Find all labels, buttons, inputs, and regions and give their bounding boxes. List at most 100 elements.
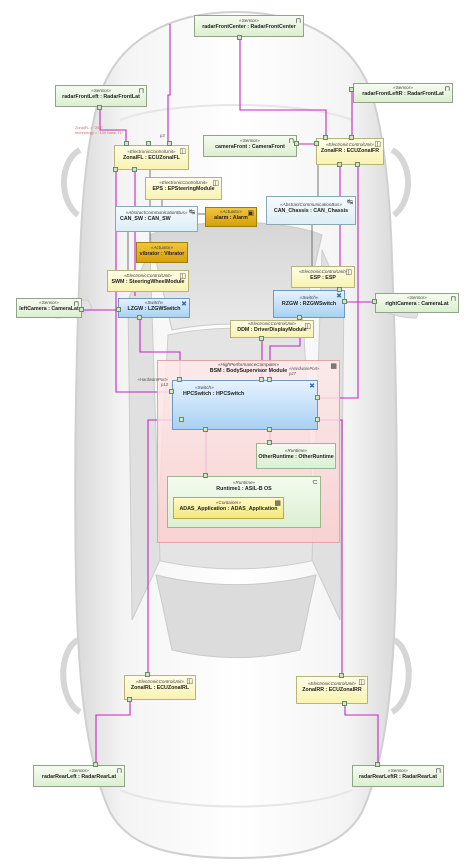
sensor-icon: ⊓	[295, 18, 301, 25]
port[interactable]	[113, 167, 118, 172]
can-sw-bus[interactable]: «AbstractCommunicationBus» CAN_SW : CAN_…	[115, 206, 198, 232]
sensor-stereotype: «Sensor»	[407, 295, 427, 300]
lzgw-switch[interactable]: «Switch» LZGW : LZGWSwitch ✖	[118, 298, 190, 318]
port[interactable]	[339, 673, 344, 678]
port[interactable]	[127, 697, 132, 702]
rzgw-switch[interactable]: «Switch» RZGW : RZGWSwitch ✖	[273, 290, 345, 318]
radar-front-center[interactable]: «Sensor» radarFrontCenter : RadarFrontCe…	[194, 15, 304, 37]
bus-stereotype: «AbstractCommunicationBus»	[280, 202, 342, 207]
actuator-stereotype: «Actuator»	[219, 209, 243, 214]
ecu-stereotype: «ElectronicControlUnit»	[307, 681, 357, 686]
zonal-fl-ecu[interactable]: «ElectronicControlUnit» ZonalFL : ECUZon…	[114, 145, 189, 170]
ecu-stereotype: «ElectronicControlUnit»	[325, 142, 375, 147]
zonal-rr-ecu[interactable]: «ElectronicControlUnit» ZonalRR : ECUZon…	[296, 676, 368, 704]
ecu-icon: ◫	[358, 679, 365, 686]
sensor-name: rightCamera : CameraLat	[385, 301, 449, 308]
port[interactable]	[97, 105, 102, 110]
port[interactable]	[314, 141, 319, 146]
container-stereotype: «Container»	[215, 500, 242, 505]
ecu-icon: ◫	[345, 269, 352, 276]
runtime-icon: ⊂	[312, 479, 318, 486]
port[interactable]	[116, 307, 121, 312]
port-label-p3: p3	[160, 133, 165, 138]
sensor-name: radarRearLeftR : RadarRearLat	[358, 774, 437, 781]
radar-front-right[interactable]: «Sensor» radarFrontLeftR : RadarFrontLat…	[353, 83, 453, 103]
port[interactable]	[177, 377, 182, 382]
ecu-icon: ◫	[212, 180, 219, 187]
hpc-icon: ▦	[330, 363, 337, 370]
radar-front-left[interactable]: «Sensor» radarFrontLeft : RadarFrontLat …	[55, 85, 147, 107]
ddm-ecu[interactable]: «ElectronicControlUnit» DDM : DriverDisp…	[230, 320, 314, 338]
port[interactable]	[259, 336, 264, 341]
ecu-name: ZonalFL : ECUZonalFL	[123, 155, 180, 162]
port[interactable]	[294, 141, 299, 146]
bus-name: CAN_Chassis : CAN_Chassis	[273, 208, 349, 215]
container-name: ADAS_Application : ADAS_Application	[179, 506, 278, 513]
switch-name: HPCSwitch : HPCSwitch	[183, 391, 245, 398]
sensor-icon: ⊓	[435, 768, 441, 775]
port[interactable]	[137, 315, 142, 320]
vibrator-actuator[interactable]: «Actuator» vibrator : Vibrator	[136, 242, 188, 263]
zonal-note-line1: ZonalFL = "256"	[75, 125, 103, 130]
port[interactable]	[349, 87, 354, 92]
port[interactable]	[372, 299, 377, 304]
can-chassis-bus[interactable]: «AbstractCommunicationBus» CAN_Chassis :…	[266, 196, 356, 225]
port[interactable]	[93, 762, 98, 767]
switch-name: RZGW : RZGWSwitch	[281, 301, 337, 308]
esp-ecu[interactable]: «ElectronicControlUnit» ESP : ESP ◫	[291, 266, 355, 288]
port[interactable]	[169, 389, 174, 394]
zonal-rl-ecu[interactable]: «ElectronicControlUnit» ZonalRL : ECUZon…	[124, 675, 196, 700]
ecu-stereotype: «ElectronicControlUnit»	[123, 273, 173, 278]
other-runtime[interactable]: «Runtime» OtherRuntime : OtherRuntime	[256, 443, 336, 469]
port[interactable]	[342, 701, 347, 706]
port[interactable]	[297, 315, 302, 320]
left-camera[interactable]: «Sensor» leftCamera : CameraLat ⊓	[16, 298, 82, 318]
hpc-switch[interactable]: «Switch» HPCSwitch : HPCSwitch ✖	[172, 380, 318, 430]
port[interactable]	[337, 162, 342, 167]
port[interactable]	[237, 35, 242, 40]
port[interactable]	[167, 141, 172, 146]
radar-rear-right[interactable]: «Sensor» radarRearLeftR : RadarRearLat ⊓	[352, 765, 444, 787]
hpc-port-right-label: «HardwarePort» p27	[289, 366, 320, 376]
sensor-name: radarFrontLeftR : RadarFrontLat	[362, 91, 444, 98]
port[interactable]	[375, 762, 380, 767]
sensor-icon: ⊓	[444, 86, 450, 93]
switch-stereotype: «Switch»	[299, 295, 319, 300]
camera-front[interactable]: «Sensor» cameraFront : CameraFront ⊓	[203, 135, 297, 157]
port[interactable]	[323, 135, 328, 140]
sensor-name: radarRearLeft : RadarRearLat	[41, 774, 117, 781]
port[interactable]	[315, 417, 320, 422]
port[interactable]	[132, 167, 137, 172]
port[interactable]	[267, 427, 272, 432]
sensor-stereotype: «Sensor»	[91, 88, 111, 93]
zonal-fr-ecu[interactable]: «ElectronicControlUnit» ZonalFR : ECUZon…	[316, 138, 384, 165]
swm-ecu[interactable]: «ElectronicControlUnit» SWM : SteeringWh…	[107, 270, 189, 292]
port[interactable]	[267, 440, 272, 445]
ecu-icon: ◫	[374, 141, 381, 148]
port[interactable]	[342, 299, 347, 304]
port[interactable]	[337, 287, 342, 292]
port[interactable]	[146, 141, 151, 146]
port[interactable]	[203, 427, 208, 432]
port[interactable]	[355, 162, 360, 167]
eps-ecu[interactable]: «ElectronicControlUnit» EPS : EPSteering…	[145, 177, 222, 200]
actuator-name: alarm : Alarm	[214, 215, 248, 222]
alarm-actuator[interactable]: «Actuator» alarm : Alarm ▣	[205, 207, 257, 227]
hpc-name: BSM : BodySupervisor Module	[209, 368, 288, 375]
port[interactable]	[349, 135, 354, 140]
port[interactable]	[315, 395, 320, 400]
radar-rear-left[interactable]: «Sensor» radarRearLeft : RadarRearLat ⊓	[33, 765, 125, 787]
port[interactable]	[79, 307, 84, 312]
port[interactable]	[267, 377, 272, 382]
bus-icon: ↹	[189, 209, 195, 216]
port[interactable]	[124, 141, 129, 146]
port[interactable]	[179, 417, 184, 422]
port[interactable]	[203, 473, 208, 478]
switch-icon: ✖	[181, 301, 187, 308]
port[interactable]	[259, 377, 264, 382]
actuator-icon: ▣	[247, 210, 254, 217]
adas-application-container[interactable]: «Container» ADAS_Application : ADAS_Appl…	[173, 497, 284, 519]
port[interactable]	[145, 672, 150, 677]
sensor-icon: ⊓	[73, 301, 79, 308]
right-camera[interactable]: «Sensor» rightCamera : CameraLat ⊓	[375, 293, 459, 313]
